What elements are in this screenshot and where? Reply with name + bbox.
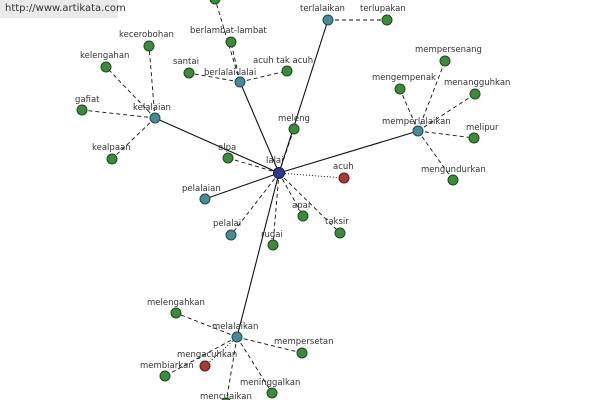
node-label-memperlalaikan[interactable]: memperlalaikan <box>382 117 451 127</box>
node-label-terlalaikan[interactable]: terlalaikan <box>300 4 345 14</box>
node-label-melengahkan[interactable]: melengahkan <box>147 298 205 308</box>
edge-melalaikan-melengahkan <box>175 312 238 338</box>
node-label-kecerobohan[interactable]: kecerobohan <box>119 30 174 40</box>
node-rugai[interactable] <box>267 239 279 251</box>
edge-lalai-alpa <box>227 157 280 174</box>
node-kealpaan[interactable] <box>106 153 118 165</box>
node-top-leaf[interactable] <box>209 0 221 5</box>
node-label-acuh-tak-acuh[interactable]: acuh tak acuh <box>253 56 313 66</box>
node-berlalai-lalai[interactable] <box>234 76 246 88</box>
node-mengundurkan[interactable] <box>447 174 459 186</box>
node-label-kelengahan[interactable]: kelengahan <box>80 51 129 61</box>
node-mengempenak[interactable] <box>394 83 406 95</box>
node-memperlalaikan[interactable] <box>412 125 424 137</box>
node-apai[interactable] <box>297 210 309 222</box>
node-label-taksir[interactable]: taksir <box>325 217 349 227</box>
node-label-mempersetan[interactable]: mempersetan <box>274 337 334 347</box>
node-label-berlambat-lambat[interactable]: berlambat-lambat <box>190 26 267 36</box>
node-label-rugai[interactable]: rugai <box>261 230 283 240</box>
edge-memperlalaikan-mengempenak <box>399 88 419 132</box>
node-label-terlupakan[interactable]: terlupakan <box>360 4 406 14</box>
edge-lalai-kelalaian <box>154 117 280 174</box>
node-santai[interactable] <box>183 67 195 79</box>
edge-memperlalaikan-mempersenang <box>417 60 446 132</box>
node-label-melalaikan[interactable]: melalaikan <box>212 322 258 332</box>
node-label-menangguhkan[interactable]: menangguhkan <box>444 78 510 88</box>
node-label-mengundurkan[interactable]: mengundurkan <box>421 165 486 175</box>
edge-lalai-pelalaian <box>204 172 280 200</box>
edge-melalaikan-mencuaikan <box>226 336 238 400</box>
node-mempersenang[interactable] <box>439 55 451 67</box>
edge-kelalaian-kealpaan <box>111 117 156 160</box>
node-pelalaian[interactable] <box>199 193 211 205</box>
edge-kelalaian-gafiat <box>81 109 156 119</box>
node-label-gafiat[interactable]: gafiat <box>75 95 100 105</box>
node-acuh-tak-acuh[interactable] <box>281 65 293 77</box>
edge-memperlalaikan-melipur <box>417 130 475 139</box>
node-melengahkan[interactable] <box>170 307 182 319</box>
edge-lalai-apai <box>278 172 304 217</box>
node-kecerobohan[interactable] <box>143 40 155 52</box>
node-gafiat[interactable] <box>76 104 88 116</box>
edge-lalai-rugai <box>272 172 280 246</box>
edge-lalai-melalaikan <box>236 172 280 338</box>
node-membiarkan[interactable] <box>159 370 171 382</box>
node-melalaikan[interactable] <box>231 331 243 343</box>
edge-lalai-memperlalaikan <box>278 130 419 174</box>
node-terlalaikan[interactable] <box>322 14 334 26</box>
node-label-santai[interactable]: santai <box>173 57 199 67</box>
node-label-meleng[interactable]: meleng <box>278 114 310 124</box>
node-melipur[interactable] <box>468 132 480 144</box>
node-label-mempersenang[interactable]: mempersenang <box>415 45 482 55</box>
node-label-mencuaikan[interactable]: mencuaikan <box>200 392 252 400</box>
edge-kelalaian-kecerobohan <box>148 45 156 119</box>
watermark-url[interactable]: http://www.artikata.com <box>0 0 126 18</box>
node-mempersetan[interactable] <box>296 347 308 359</box>
node-meninggalkan[interactable] <box>266 387 278 399</box>
node-menangguhkan[interactable] <box>469 88 481 100</box>
edge-lalai-taksir <box>278 172 341 234</box>
node-label-pelalai[interactable]: pelalai <box>213 219 241 229</box>
node-berlambat-lambat[interactable] <box>225 36 237 48</box>
node-label-kealpaan[interactable]: kealpaan <box>92 143 131 153</box>
node-label-mengacuhkan[interactable]: mengacuhkan <box>177 350 237 360</box>
node-mengacuhkan[interactable] <box>199 360 211 372</box>
node-taksir[interactable] <box>334 227 346 239</box>
node-lalai[interactable] <box>273 167 285 179</box>
node-label-pelalaian[interactable]: pelalaian <box>182 184 221 194</box>
edge-lalai-meleng <box>278 128 295 174</box>
node-label-meninggalkan[interactable]: meninggalkan <box>240 378 300 388</box>
node-kelalaian[interactable] <box>149 112 161 124</box>
node-label-mengempenak[interactable]: mengempenak <box>372 73 436 83</box>
edge-lalai-pelalai <box>230 172 280 236</box>
node-label-lalai[interactable]: lalai <box>266 156 284 166</box>
node-layer: lalai kelalaian berlalai-lalai terlalaikan m… <box>75 0 510 400</box>
edge-lalai-acuh <box>278 172 345 179</box>
node-label-apai[interactable]: apai <box>292 201 310 211</box>
edge-memperlalaikan-menangguhkan <box>417 93 476 132</box>
node-label-alpa[interactable]: alpa <box>218 143 236 153</box>
edge-memperlalaikan-mengundurkan <box>417 130 454 181</box>
node-meleng[interactable] <box>288 123 300 135</box>
node-label-berlalai-lalai[interactable]: berlalai-lalai <box>204 68 256 78</box>
edge-melalaikan-mengacuhkan <box>204 336 238 367</box>
node-kelengahan[interactable] <box>100 61 112 73</box>
node-label-acuh[interactable]: acuh <box>333 162 354 172</box>
node-pelalai[interactable] <box>225 229 237 241</box>
edge-lalai-terlalaikan <box>278 19 329 174</box>
edge-lalai-berlalai-lalai <box>239 81 280 174</box>
node-terlupakan[interactable] <box>381 14 393 26</box>
node-label-melipur[interactable]: melipur <box>466 123 499 133</box>
edge-berlalai-lalai-santai <box>188 72 241 83</box>
edge-berlalai-lalai-acuh-tak-acuh <box>239 70 288 83</box>
node-label-membiarkan[interactable]: membiarkan <box>140 361 194 371</box>
edge-layer <box>81 0 476 400</box>
node-acuh[interactable] <box>338 172 350 184</box>
node-alpa[interactable] <box>222 152 234 164</box>
edge-kelalaian-kelengahan <box>105 66 156 119</box>
node-label-kelalaian[interactable]: kelalaian <box>133 103 171 113</box>
